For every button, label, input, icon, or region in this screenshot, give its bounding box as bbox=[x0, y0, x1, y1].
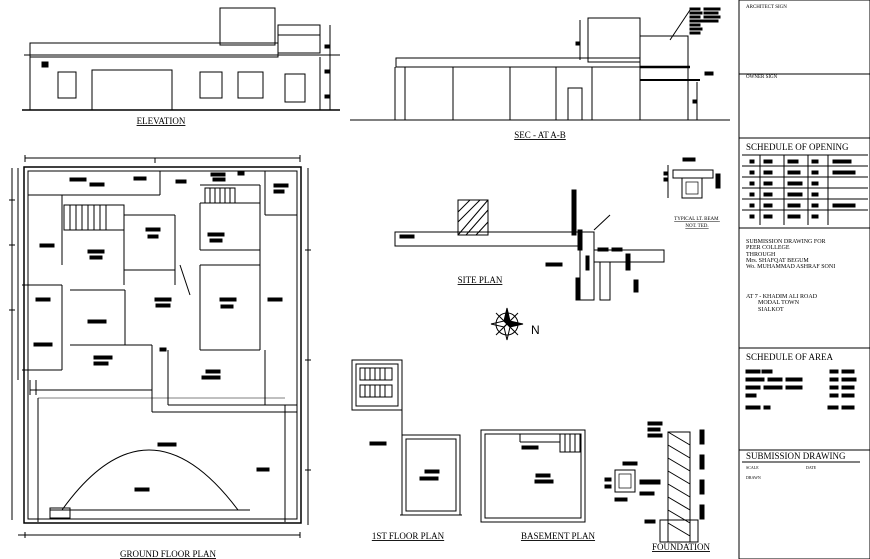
foundation-title: FOUNDATION bbox=[652, 542, 710, 552]
schedule-of-opening-heading: SCHEDULE OF OPENING bbox=[746, 142, 849, 152]
owner-sign-label: OWNER SIGN bbox=[746, 75, 778, 80]
foundation-detail: FOUNDATION bbox=[604, 421, 710, 552]
first-floor-title: 1ST FLOOR PLAN bbox=[372, 531, 445, 541]
section-drawing: SEC - AT A-B bbox=[350, 7, 730, 140]
address-line-2: MODAL TOWN bbox=[758, 300, 800, 307]
date-label: DATE bbox=[806, 465, 817, 470]
submission-line-1: SUBMISSION DRAWING FOR bbox=[746, 239, 826, 245]
first-floor-plan: 1ST FLOOR PLAN bbox=[351, 359, 462, 541]
north-compass: N bbox=[490, 307, 540, 341]
beam-title-line1: TYPICAL LT. BEAM bbox=[674, 217, 719, 222]
drawn-label: DRAWN bbox=[746, 475, 761, 480]
section-title: SEC - AT A-B bbox=[514, 130, 566, 140]
submission-line-2: PEER COLLEGE bbox=[746, 245, 790, 252]
address-line-3: SIALKOT bbox=[758, 306, 784, 313]
elevation-title: ELEVATION bbox=[137, 116, 186, 126]
title-block bbox=[738, 0, 870, 559]
address-block: AT 7 - KHADIM ALI ROAD MODAL TOWN SIALKO… bbox=[746, 294, 817, 313]
north-letter: N bbox=[531, 323, 540, 337]
scale-label: SCALE bbox=[746, 465, 759, 470]
submission-line-5: Wo. MUHAMMAD ASHRAF SONI bbox=[746, 264, 836, 271]
submission-line-3: THROUGH bbox=[746, 251, 776, 258]
site-plan-title: SITE PLAN bbox=[458, 275, 503, 285]
site-plan-drawing: SITE PLAN bbox=[394, 189, 665, 301]
ground-floor-plan: GROUND FLOOR PLAN bbox=[9, 155, 311, 559]
beam-detail-drawing: TYPICAL LT. BEAM NOT. TED. bbox=[663, 157, 721, 229]
submission-drawing-heading: SUBMISSION DRAWING bbox=[746, 451, 846, 461]
address-line-1: AT 7 - KHADIM ALI ROAD bbox=[746, 294, 818, 300]
submission-block: SUBMISSION DRAWING FOR PEER COLLEGE THRO… bbox=[746, 239, 835, 270]
basement-plan: BASEMENT PLAN bbox=[480, 429, 596, 541]
ground-floor-title: GROUND FLOOR PLAN bbox=[120, 549, 217, 559]
architect-sign-label: ARCHITECT SIGN bbox=[746, 5, 787, 10]
basement-title: BASEMENT PLAN bbox=[521, 531, 596, 541]
elevation-drawing: ELEVATION bbox=[22, 7, 340, 126]
beam-title-line2: NOT. TED. bbox=[685, 224, 708, 229]
beam-detail-title: TYPICAL LT. BEAM NOT. TED. bbox=[674, 217, 720, 229]
schedule-of-area-heading: SCHEDULE OF AREA bbox=[746, 352, 834, 362]
submission-line-4: Mrs. SHAFQAT BEGUM bbox=[746, 257, 809, 264]
